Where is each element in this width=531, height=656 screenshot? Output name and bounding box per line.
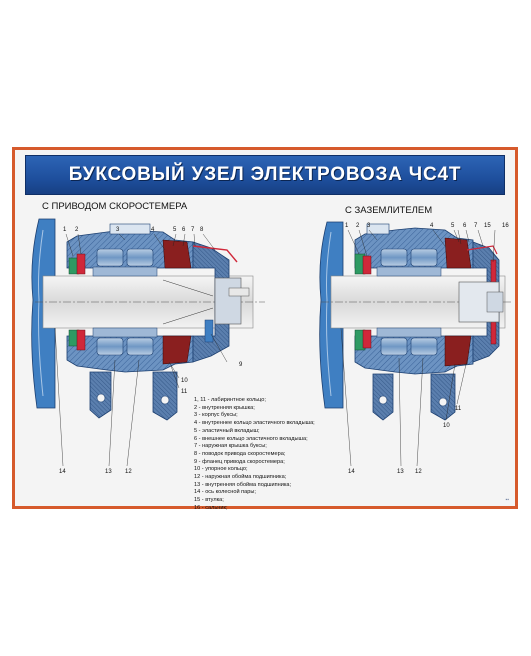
- right-callout-2: 2: [356, 223, 360, 229]
- left-callout-3: 3: [116, 227, 120, 233]
- left-leader-lines: [54, 233, 228, 467]
- legend-item: 6 - внешнее кольцо эластичного вкладыша;: [194, 435, 308, 442]
- legend-item: 7 - наружная крышка буксы;: [194, 443, 267, 450]
- left-callout-9: 9: [239, 362, 243, 368]
- right-callout-4: 4: [430, 223, 434, 229]
- left-callout-12: 12: [125, 469, 132, 475]
- right-leader-lines: [340, 229, 496, 467]
- poster-frame: БУКСОВЫЙ УЗЕЛ ЭЛЕКТРОВОЗА ЧС4Т С ПРИВОДО…: [12, 147, 518, 511]
- publisher-logo-mark: ▪▪: [505, 497, 509, 503]
- right-callout-1: 1: [345, 223, 349, 229]
- right-axle-box-diagram: [319, 221, 511, 421]
- left-callout-7: 7: [191, 227, 195, 233]
- right-callout-13: 13: [397, 469, 404, 475]
- left-callout-1: 1: [63, 227, 67, 233]
- right-callout-7: 7: [474, 223, 478, 229]
- legend-item: 8 - поводок привода скоростемера;: [194, 450, 286, 457]
- right-callout-6: 6: [463, 223, 467, 229]
- right-callout-5: 5: [451, 223, 455, 229]
- legend-item: 2 - внутренняя крышка;: [194, 404, 255, 411]
- right-diagram-caption: С ЗАЗЕМЛИТЕЛЕМ: [345, 205, 433, 216]
- right-callout-16: 16: [502, 223, 509, 229]
- title-box: БУКСОВЫЙ УЗЕЛ ЭЛЕКТРОВОЗА ЧС4Т: [25, 155, 505, 195]
- legend-item: 4 - внутреннее кольцо эластичного вклады…: [194, 420, 315, 427]
- right-callout-3: 3: [367, 223, 371, 229]
- left-callout-10: 10: [181, 378, 188, 384]
- legend-item: 9 - фланец привода скоростемера;: [194, 458, 285, 465]
- poster-title: БУКСОВЫЙ УЗЕЛ ЭЛЕКТРОВОЗА ЧС4Т: [68, 164, 462, 185]
- right-callout-10: 10: [443, 423, 450, 429]
- legend-item: 13 - внутренняя обойма подшипника;: [194, 481, 292, 488]
- title-band: БУКСОВЫЙ УЗЕЛ ЭЛЕКТРОВОЗА ЧС4Т: [15, 150, 515, 196]
- legend-item: 15 - втулка;: [194, 497, 224, 504]
- legend-item: 5 - эластичный вкладыш;: [194, 427, 260, 434]
- right-callout-11: 11: [455, 406, 462, 412]
- poster-panel: БУКСОВЫЙ УЗЕЛ ЭЛЕКТРОВОЗА ЧС4Т С ПРИВОДО…: [15, 150, 515, 511]
- left-callout-4: 4: [151, 227, 155, 233]
- legend-item: 12 - наружная обойма подшипника;: [194, 474, 287, 481]
- right-callout-14: 14: [348, 469, 355, 475]
- diagrams-canvas: 1 2 3 4 5 6 7 8 9 10 11 12 13 14 1 2 3 4…: [31, 218, 511, 475]
- left-callout-13: 13: [105, 469, 112, 475]
- right-callout-12: 12: [415, 469, 422, 475]
- legend-item: 16 - сальник;: [194, 504, 228, 511]
- left-callout-14: 14: [59, 469, 66, 475]
- left-axle-box-diagram: [31, 218, 265, 421]
- legend-item: 1, 11 - лабиринтное кольцо;: [194, 397, 266, 403]
- left-callout-2: 2: [75, 227, 79, 233]
- left-callout-8: 8: [200, 227, 204, 233]
- parts-legend: 1, 11 - лабиринтное кольцо; 2 - внутренн…: [194, 397, 339, 513]
- legend-item: 14 - ось колесной пары;: [194, 489, 256, 496]
- legend-item: 10 - упорное кольцо;: [194, 466, 248, 473]
- legend-item: 3 - корпус буксы;: [194, 412, 238, 419]
- left-callout-11: 11: [181, 389, 188, 395]
- left-callout-6: 6: [182, 227, 186, 233]
- right-callout-15: 15: [484, 223, 491, 229]
- left-diagram-caption: С ПРИВОДОМ СКОРОСТЕМЕРА: [42, 201, 188, 212]
- left-callout-5: 5: [173, 227, 177, 233]
